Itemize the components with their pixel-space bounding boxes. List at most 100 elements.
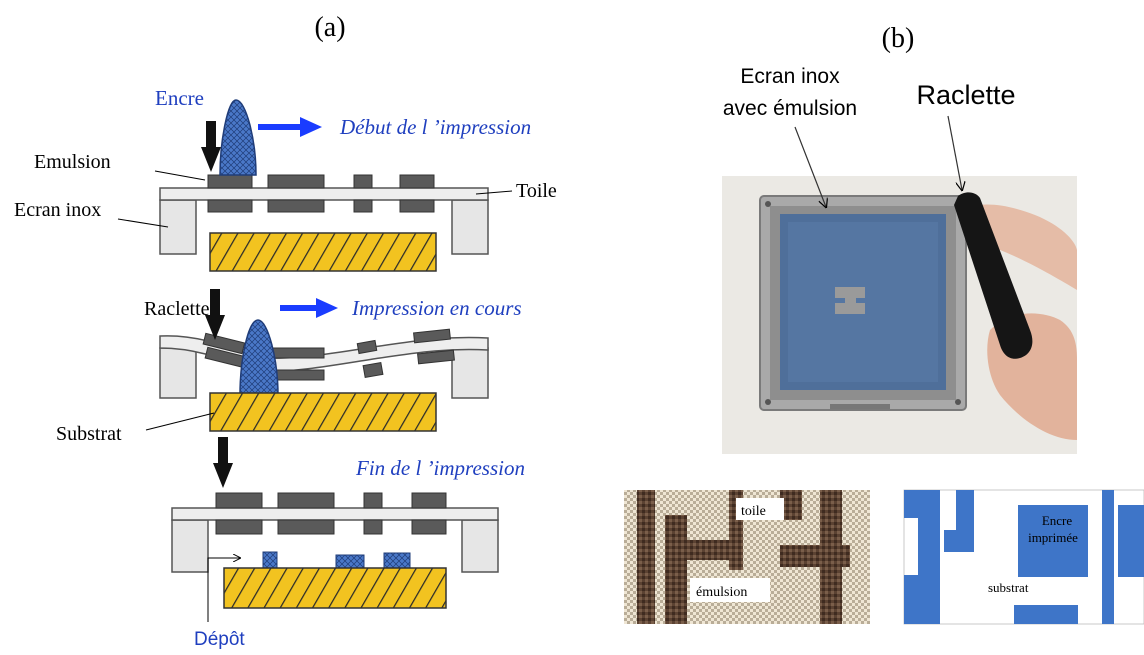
printed-ink (1118, 505, 1144, 577)
screen-frame-right (451, 199, 489, 255)
down-arrow-icon (213, 463, 233, 488)
step1-diagram (117, 99, 513, 272)
emulsion-strip (687, 540, 729, 560)
step2-diagram (145, 289, 489, 432)
label-backdrop (690, 578, 770, 602)
leader-line (145, 412, 215, 431)
screen-frame-right (461, 519, 499, 573)
step2-caption: Impression en cours (351, 296, 522, 320)
panel-b-label: (b) (882, 23, 915, 54)
emulsion-block (353, 199, 373, 213)
emulsion-strip (820, 490, 842, 624)
pattern-opening (835, 287, 865, 314)
frame-hole (765, 399, 771, 405)
emulsion-block (356, 339, 378, 355)
emulsion-block (207, 199, 253, 213)
squeegee-photo (954, 192, 1033, 359)
mesh-inset (624, 490, 870, 624)
substrate-block (223, 567, 447, 609)
emulsion-block (215, 492, 263, 509)
down-arrow-icon (201, 147, 221, 172)
screen-photo (722, 115, 1077, 454)
ink-deposit (383, 552, 411, 569)
screen-emulsion-label-line2: avec émulsion (723, 97, 857, 120)
emulsion-block (277, 492, 335, 509)
emulsion-block (271, 347, 325, 359)
frame-engraving (830, 404, 890, 409)
printed-ink (918, 518, 940, 624)
emulsion-strip (780, 490, 802, 520)
leader-line (117, 218, 169, 228)
emulsion-block (271, 369, 325, 381)
screen-emulsion-label-line1: Ecran inox (740, 65, 840, 88)
emulsion-block (363, 492, 383, 509)
deposit-pointer (207, 558, 240, 622)
emulsion-block (362, 361, 384, 379)
down-arrow-icon (205, 315, 225, 340)
squeegee-shaft (206, 121, 216, 147)
emulsion-block (399, 199, 435, 213)
printed-ink (956, 490, 974, 530)
hand-upper (962, 204, 1077, 290)
substrate-block (209, 392, 437, 432)
emulsion-inset-label: émulsion (696, 585, 747, 600)
printed-ink (904, 575, 918, 624)
emulsion-strip (637, 490, 655, 624)
emulsion-block (413, 328, 451, 344)
screen-frame-right (451, 347, 489, 399)
leader-line (154, 170, 206, 181)
substrate-inset-label: substrat (988, 580, 1029, 595)
print-inset (903, 489, 1144, 625)
motion-arrow-shaft (280, 305, 318, 311)
screen-label: Ecran inox (14, 199, 101, 221)
emulsion-label: Emulsion (34, 151, 111, 173)
emulsion-block (417, 349, 455, 365)
emulsion-highlight (788, 222, 938, 382)
printed-ink (1014, 605, 1078, 624)
emulsion-block (202, 332, 246, 355)
frame-hole (955, 399, 961, 405)
deposit-label: Dépôt (194, 629, 245, 650)
ink-label: Encre (155, 86, 204, 110)
emulsion-block (207, 174, 253, 189)
ink-blob (239, 319, 279, 396)
mesh-layer (159, 187, 489, 201)
printed-ink (1018, 505, 1088, 577)
right-arrow-icon (316, 298, 338, 318)
step1-caption: Début de l ’impression (339, 115, 531, 139)
substrate-block (209, 232, 437, 272)
step3-caption: Fin de l ’impression (355, 456, 525, 480)
motion-arrow-shaft (258, 124, 302, 130)
mesh-inset-label: toile (741, 504, 766, 519)
squeegee-shaft (210, 289, 220, 315)
substrate-label: Substrat (56, 423, 122, 445)
emulsion-block (353, 174, 373, 189)
emulsion-block (267, 174, 325, 189)
emulsion-block (277, 519, 335, 535)
squeegee-shaft (218, 437, 228, 463)
step3-diagram (171, 437, 499, 622)
emulsion-strip (665, 515, 687, 624)
ink-inset-label-line1: Encre (1042, 513, 1073, 528)
emulsion-block (215, 519, 263, 535)
ink-deposit (262, 551, 278, 569)
printed-ink (904, 490, 940, 518)
callout-line (947, 115, 962, 190)
emulsion-block (363, 519, 383, 535)
leader-line (475, 190, 513, 195)
mesh-layer (171, 507, 499, 521)
ink-inset-label-line2: imprimée (1028, 530, 1078, 545)
screen-frame-left (159, 347, 197, 399)
printed-ink (1102, 490, 1114, 624)
squeegee-photo-label: Raclette (916, 80, 1015, 110)
emulsion-block (411, 492, 447, 509)
screen-frame-left (171, 519, 209, 573)
frame-hole (765, 201, 771, 207)
ink-blob (219, 99, 257, 176)
ink-deposit (335, 554, 365, 569)
printed-ink (944, 530, 974, 552)
right-arrow-icon (300, 117, 322, 137)
squeegee-label: Raclette (144, 298, 210, 320)
callout-line (794, 126, 826, 207)
